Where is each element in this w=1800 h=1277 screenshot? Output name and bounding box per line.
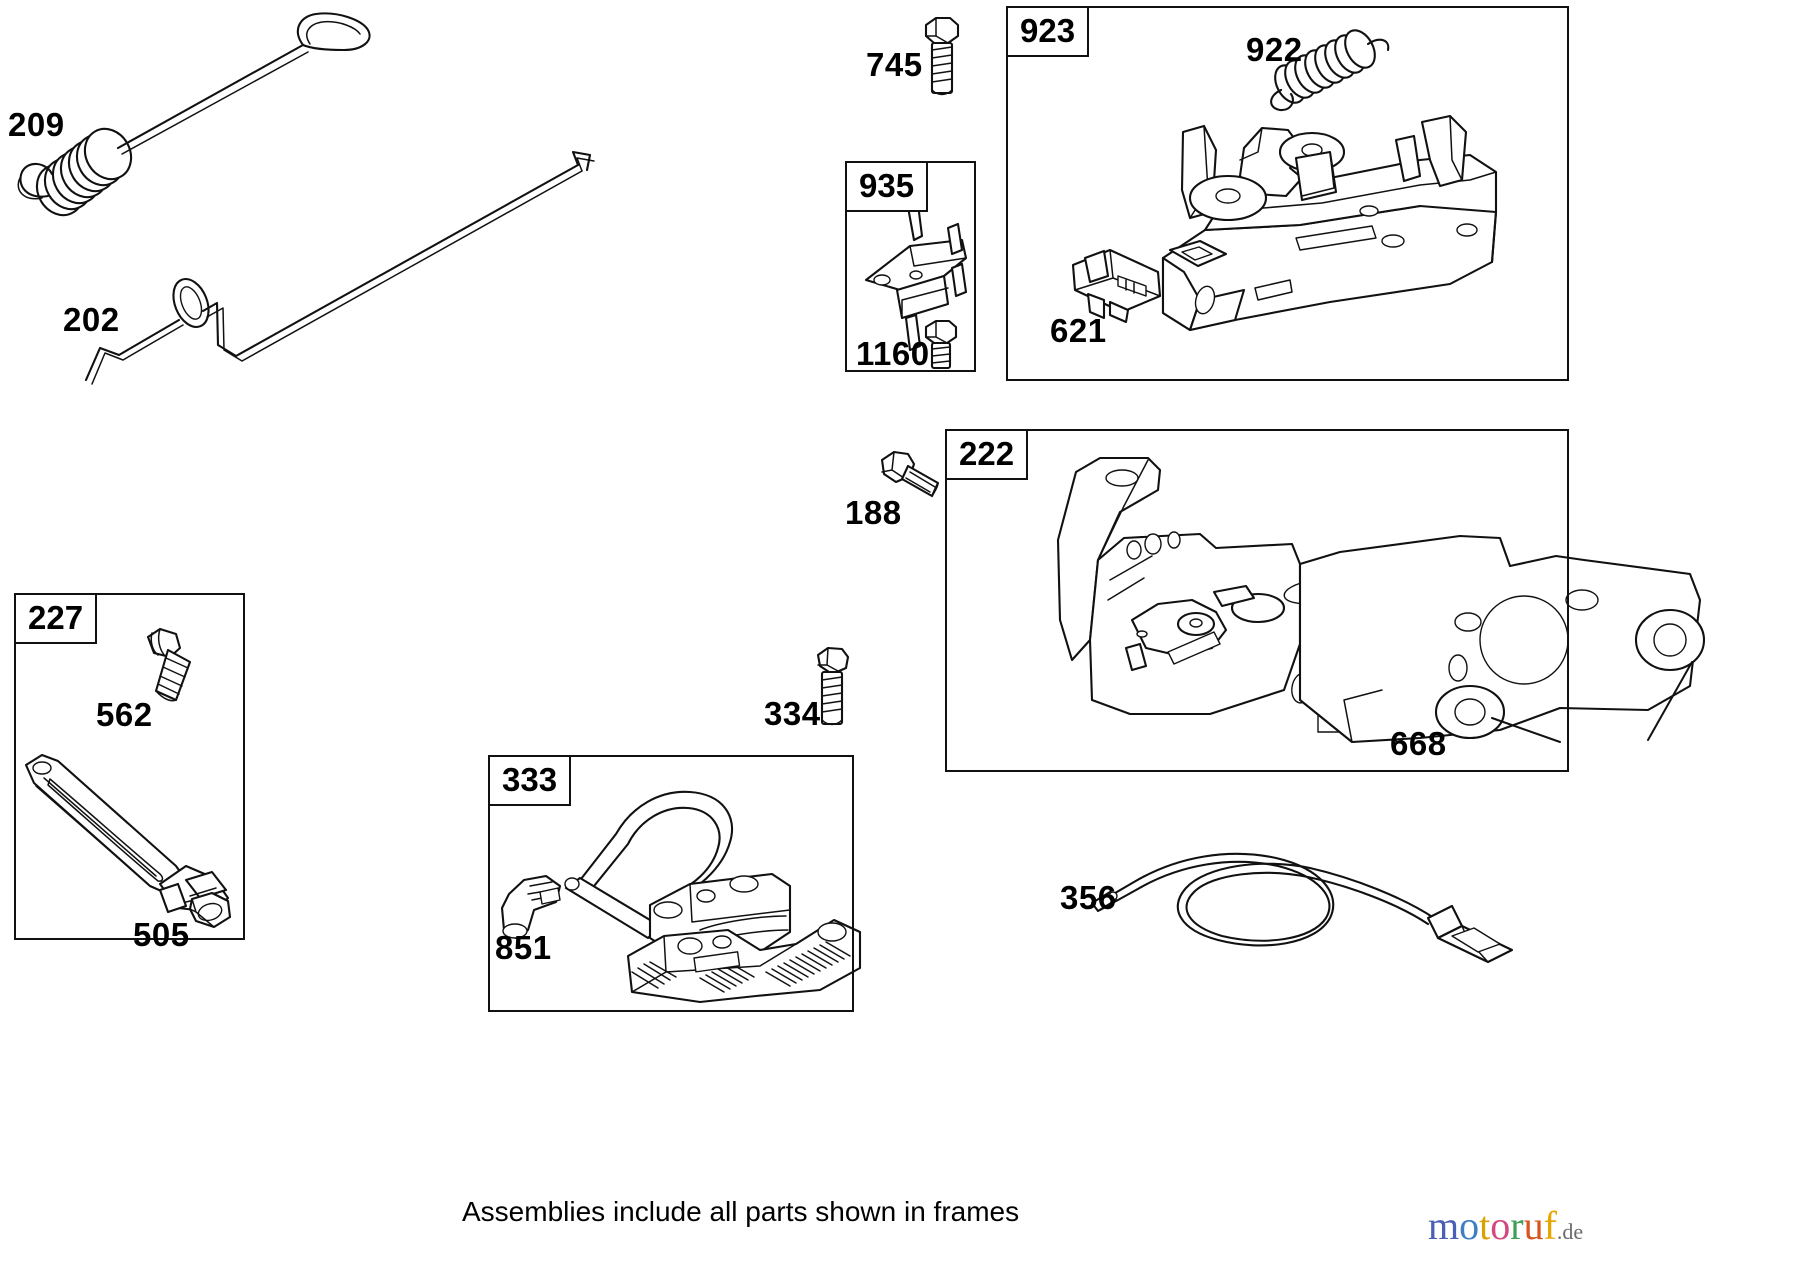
motoruf-watermark: motoruf.de: [1428, 1206, 1583, 1246]
frame-923: 923: [1006, 6, 1569, 381]
frame-222: 222: [945, 429, 1569, 772]
frame-227: 227: [14, 593, 245, 940]
frame-227-tag: 227: [14, 593, 98, 644]
callout-562: 562: [96, 696, 153, 733]
watermark-letter-r: r: [1510, 1203, 1524, 1248]
watermark-tld: .de: [1556, 1219, 1584, 1244]
callout-356: 356: [1060, 879, 1117, 916]
part-209-governor-spring-art: [17, 12, 371, 217]
callout-202: 202: [63, 301, 120, 338]
callout-745: 745: [866, 46, 923, 83]
watermark-letter-f: f: [1543, 1203, 1557, 1248]
callout-1160: 1160: [856, 335, 930, 372]
watermark-letter-u: u: [1523, 1203, 1544, 1248]
watermark-letter-o1: o: [1459, 1203, 1480, 1248]
callout-209: 209: [8, 106, 65, 143]
callout-621: 621: [1050, 312, 1107, 349]
watermark-letter-t: t: [1479, 1203, 1491, 1248]
frame-222-tag: 222: [945, 429, 1029, 480]
frame-935-tag: 935: [845, 161, 929, 212]
frame-923-tag: 923: [1006, 6, 1090, 57]
part-745-hex-flange-screw-art: [924, 16, 960, 96]
callout-668: 668: [1390, 725, 1447, 762]
part-202-governor-link-rod-art: [84, 150, 595, 385]
callout-334: 334: [764, 695, 821, 732]
part-188-hex-head-screw-art: [880, 450, 940, 498]
watermark-letter-o2: o: [1490, 1203, 1511, 1248]
part-334-hex-flange-screw-art: [816, 646, 850, 726]
callout-188: 188: [845, 494, 902, 531]
footer-note: Assemblies include all parts shown in fr…: [462, 1196, 1020, 1227]
callout-505: 505: [133, 916, 190, 953]
callout-922: 922: [1246, 31, 1303, 68]
frame-935: 935: [845, 161, 976, 372]
callout-851: 851: [495, 929, 552, 966]
frame-333: 333: [488, 755, 854, 1012]
frame-333-tag: 333: [488, 755, 572, 806]
watermark-letter-m: m: [1428, 1203, 1460, 1248]
part-356-ground-wire-art: [1090, 852, 1514, 964]
